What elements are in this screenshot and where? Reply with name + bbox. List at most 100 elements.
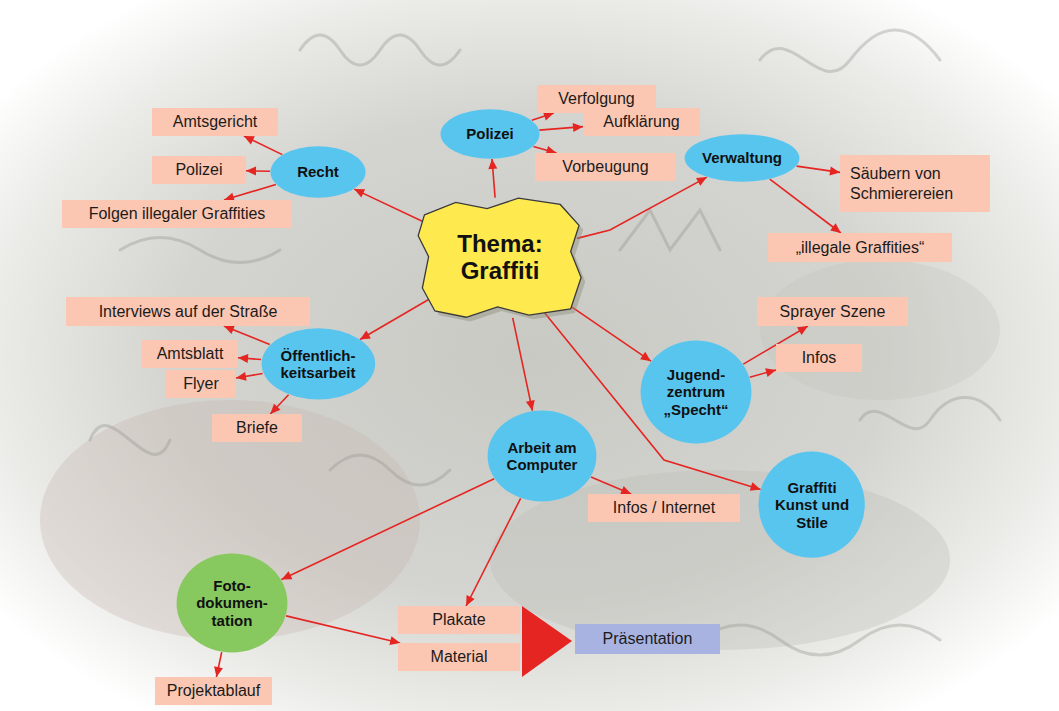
category-ellipse: Öffentlich-keitsarbeit: [261, 328, 376, 400]
topic-box: Vorbeugung: [535, 153, 676, 181]
connector-arrow: [270, 395, 288, 414]
node-label: Amtsblatt: [157, 344, 224, 363]
category-ellipse: Foto-dokumen-tation: [176, 553, 288, 653]
category-ellipse: Arbeit am Computer: [487, 410, 597, 502]
connector-arrow: [281, 479, 494, 580]
arrow-head: [246, 166, 256, 175]
category-ellipse: Verwaltung: [684, 134, 800, 182]
node-label: Polizei: [175, 160, 222, 179]
ellipse-fill: [177, 554, 288, 653]
connector-line: [513, 318, 533, 411]
ellipse-fill: [441, 109, 540, 159]
arrow-head: [236, 372, 247, 381]
connector-line: [354, 189, 431, 225]
arrow-head: [829, 167, 840, 176]
category-ellipse: Recht: [270, 146, 366, 198]
ellipse-fill: [759, 452, 865, 558]
connector-line: [244, 136, 282, 155]
category-ellipse: Graffiti Kunst und Stile: [758, 451, 865, 558]
connector-arrow: [236, 372, 263, 381]
connector-arrow: [360, 295, 436, 339]
connector-arrow: [513, 318, 535, 411]
graffiti-tag: [120, 238, 280, 263]
graffiti-tag: [300, 35, 460, 65]
node-label: Infos / Internet: [613, 498, 715, 517]
arrow-head: [765, 368, 776, 377]
arrow-head: [281, 571, 292, 579]
node-label: Präsentation: [603, 629, 693, 648]
connector-line: [466, 498, 520, 606]
node-label: Foto-dokumen-tation: [192, 577, 272, 629]
topic-box: Folgen illegaler Graffities: [62, 200, 292, 228]
topic-box: Amtsblatt: [142, 340, 238, 368]
arrow-head: [573, 123, 583, 132]
ellipse-fill: [488, 410, 597, 501]
topic-box: „illegale Graffities“: [768, 233, 952, 262]
topic-box: Briefe: [212, 414, 302, 442]
graffiti-tag: [330, 455, 450, 485]
connector-arrow: [577, 177, 707, 238]
node-label: Polizei: [466, 125, 514, 142]
connector-arrow: [224, 185, 276, 202]
presentation-arrow: [522, 606, 572, 677]
wall-paint-patch: [40, 400, 420, 640]
arrow-head: [488, 159, 497, 169]
connector-arrow: [354, 189, 431, 225]
node-label: Thema: Graffiti: [438, 231, 562, 285]
arrow-head: [270, 404, 280, 414]
topic-box: Säubern von Schmierereien: [840, 155, 990, 212]
ellipse-fill: [270, 146, 365, 197]
blob-outline: [419, 198, 582, 317]
arrow-head: [354, 189, 365, 197]
wall-paint-patch: [760, 260, 1000, 400]
node-label: Folgen illegaler Graffities: [89, 204, 266, 223]
connector-arrow: [238, 354, 261, 363]
node-label: Plakate: [432, 610, 485, 629]
ellipse-fill: [641, 341, 752, 444]
node-label: Material: [431, 647, 488, 666]
connector-arrow: [750, 368, 776, 377]
topic-box: Polizei: [152, 156, 246, 184]
arrow-head: [830, 223, 841, 233]
topic-box: Präsentation: [575, 624, 720, 654]
arrow-head: [543, 112, 554, 121]
arrow-head: [238, 354, 248, 363]
node-label: Projektablauf: [167, 681, 260, 700]
connector-arrow: [286, 616, 400, 645]
arrow-head: [526, 400, 535, 411]
node-label: Säubern von Schmierereien: [850, 164, 980, 202]
connector-line: [286, 616, 400, 643]
connector-arrow: [214, 652, 223, 677]
arrow-head: [224, 326, 235, 334]
connector-line: [591, 477, 631, 494]
topic-box: Sprayer Szene: [757, 297, 908, 326]
connector-arrow: [539, 123, 583, 132]
ellipse-fill: [685, 134, 800, 182]
arrow-head: [696, 177, 707, 186]
node-label: Vorbeugung: [562, 157, 648, 176]
node-label: Aufklärung: [603, 112, 680, 131]
connector-arrow: [770, 179, 841, 233]
central-topic: Thema: Graffiti: [414, 194, 585, 321]
arrow-head: [640, 352, 651, 361]
node-label: Sprayer Szene: [780, 302, 886, 321]
connector-line: [577, 177, 707, 238]
graffiti-tag: [860, 398, 1000, 429]
category-ellipse: Polizei: [440, 109, 540, 159]
node-label: Briefe: [236, 418, 278, 437]
topic-box: Flyer: [166, 370, 236, 398]
arrow-head: [360, 331, 371, 340]
node-label: Flyer: [183, 374, 219, 393]
topic-box: Infos: [776, 344, 862, 372]
category-ellipse: Jugend-zentrum „Specht“: [640, 340, 752, 444]
connector-arrow: [244, 136, 282, 155]
topic-box: Aufklärung: [583, 108, 700, 136]
connector-arrow: [532, 112, 554, 121]
node-label: Jugend-zentrum „Specht“: [656, 366, 736, 418]
topic-box: Amtsgericht: [152, 108, 278, 136]
connector-line: [282, 479, 495, 580]
ellipse-fill: [261, 328, 375, 399]
connector-arrow: [797, 166, 840, 175]
connector-line: [770, 179, 841, 233]
